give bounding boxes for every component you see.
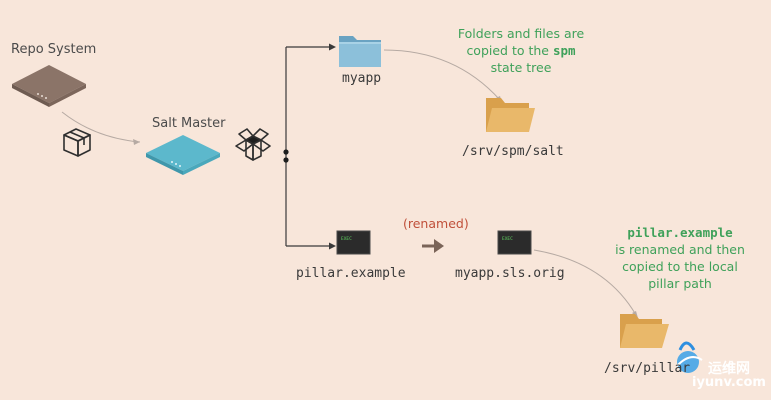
myapp-sls-orig-terminal-icon: EXEC bbox=[497, 230, 532, 255]
salt-master-label: Salt Master bbox=[152, 116, 226, 131]
copied-note-line2: copied to the spm bbox=[466, 43, 576, 58]
watermark-cn: 运维网 bbox=[708, 361, 750, 377]
repo-to-master-arrow bbox=[61, 111, 141, 143]
watermark-logo bbox=[676, 341, 703, 373]
pillar-note-line1: pillar.example bbox=[627, 225, 733, 240]
repo-system-server-icon bbox=[12, 65, 86, 107]
pillar-example-terminal-icon: EXEC bbox=[336, 230, 371, 255]
pillar-path-label: /srv/pillar bbox=[604, 361, 691, 376]
watermark-en: iyunv.com bbox=[692, 375, 766, 390]
spm-folder-icon bbox=[486, 98, 535, 132]
orig-to-pillar-arrow bbox=[533, 249, 637, 316]
open-box-icon bbox=[235, 128, 271, 161]
package-icon bbox=[63, 128, 91, 157]
pillar-folder-icon bbox=[620, 314, 669, 348]
spm-bold: spm bbox=[552, 43, 576, 58]
spm-path-label: /srv/spm/salt bbox=[462, 144, 564, 159]
salt-master-server-icon bbox=[146, 135, 220, 175]
rename-arrow-icon bbox=[422, 239, 444, 253]
pillar-note-line4: pillar path bbox=[648, 276, 712, 291]
branch-connector bbox=[283, 43, 336, 250]
renamed-tag: (renamed) bbox=[403, 216, 469, 231]
copied-note-line3: state tree bbox=[490, 60, 552, 75]
myapp-label: myapp bbox=[342, 71, 382, 86]
myapp-sls-orig-label: myapp.sls.orig bbox=[455, 266, 565, 281]
pillar-note-line3: copied to the local bbox=[622, 259, 738, 274]
pillar-note: pillar.example is renamed and then copie… bbox=[605, 224, 755, 292]
pillar-note-line2: is renamed and then bbox=[615, 242, 745, 257]
svg-text:EXEC: EXEC bbox=[502, 236, 513, 242]
svg-text:EXEC: EXEC bbox=[341, 236, 352, 242]
pillar-example-label: pillar.example bbox=[296, 266, 406, 281]
repo-system-label: Repo System bbox=[11, 42, 97, 57]
copied-note: Folders and files are copied to the spm … bbox=[446, 25, 596, 76]
myapp-folder-icon bbox=[339, 36, 381, 67]
copied-note-line1: Folders and files are bbox=[457, 26, 585, 41]
myapp-to-spm-arrow bbox=[383, 49, 501, 101]
